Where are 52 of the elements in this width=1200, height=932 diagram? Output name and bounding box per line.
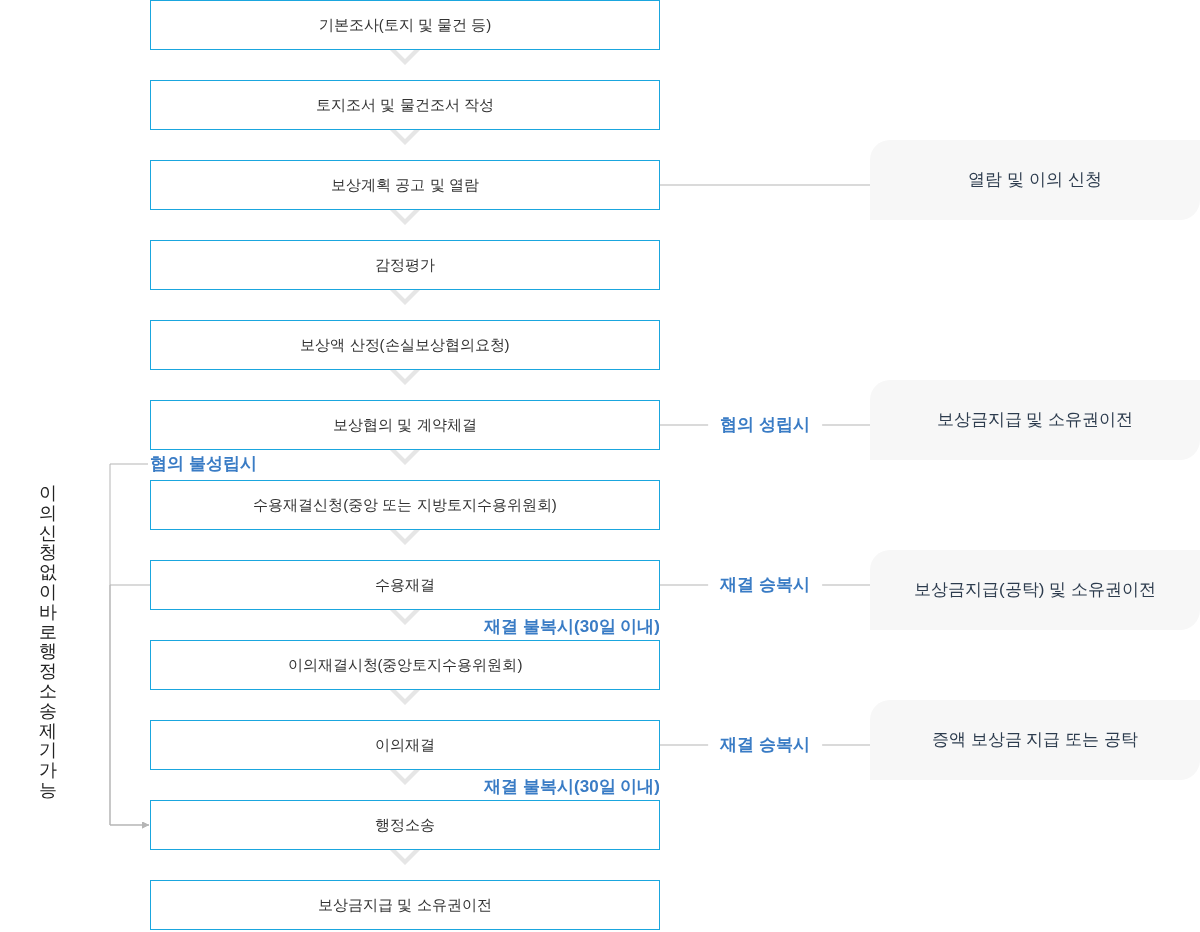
edge-label: 재결 불복시(30일 이내) (484, 616, 660, 638)
chevron-arrow (390, 130, 420, 145)
edge-label: 재결 승복시 (708, 734, 822, 756)
step-text: 감정평가 (375, 255, 435, 275)
step-text: 이의재결시청(중앙토지수용위원회) (287, 655, 523, 675)
arrow (109, 584, 151, 829)
process-box (150, 0, 660, 50)
result-panel (870, 380, 1200, 460)
process-box (150, 480, 660, 530)
process-box (150, 800, 660, 850)
chevron-arrow (390, 610, 420, 625)
step-text: 보상계획 공고 및 열람 (331, 175, 479, 195)
result-panel (870, 140, 1200, 220)
step-text: 이의재결 (375, 735, 435, 755)
chevron-arrow (390, 210, 420, 225)
edge-label: 협의 성립시 (708, 414, 822, 436)
chevron-arrow (390, 450, 420, 465)
edge-label: 재결 불복시(30일 이내) (484, 776, 660, 798)
process-box (150, 640, 660, 690)
step-text: 보상협의 및 계약체결 (333, 415, 477, 435)
process-box (150, 320, 660, 370)
process-box (150, 240, 660, 290)
vertical-note: 이의신청없이바로행정소송제기가능 (39, 484, 57, 801)
result-panel (870, 700, 1200, 780)
result-text: 증액 보상금 지급 또는 공탁 (932, 729, 1138, 751)
result-text: 보상금지급 및 소유권이전 (936, 409, 1134, 431)
step-text: 기본조사(토지 및 물건 등) (318, 15, 492, 35)
condition-label: 협의 불성립시 (150, 453, 257, 475)
process-box (150, 160, 660, 210)
result-panel (870, 550, 1200, 630)
step-text: 행정소송 (375, 815, 435, 835)
step-text: 수용재결신청(중앙 또는 지방토지수용위원회) (253, 495, 557, 515)
result-text: 열람 및 이의 신청 (968, 169, 1102, 191)
step-text: 토지조서 및 물건조서 작성 (316, 95, 494, 115)
step-text: 보상금지급 및 소유권이전 (318, 895, 492, 915)
step-text: 수용재결 (375, 575, 435, 595)
chevron-arrow (390, 530, 420, 545)
connector-line (659, 184, 871, 186)
process-box (150, 880, 660, 930)
chevron-arrow (390, 50, 420, 65)
chevron-arrow (390, 690, 420, 705)
result-text: 보상금지급(공탁) 및 소유권이전 (914, 579, 1156, 601)
process-box (150, 80, 660, 130)
edge-label: 재결 승복시 (708, 574, 822, 596)
process-box (150, 560, 660, 610)
chevron-arrow (390, 290, 420, 305)
step-text: 보상액 산정(손실보상협의요청) (300, 335, 510, 355)
chevron-arrow (390, 770, 420, 785)
chevron-arrow (390, 850, 420, 865)
process-box (150, 720, 660, 770)
process-box (150, 400, 660, 450)
chevron-arrow (390, 370, 420, 385)
